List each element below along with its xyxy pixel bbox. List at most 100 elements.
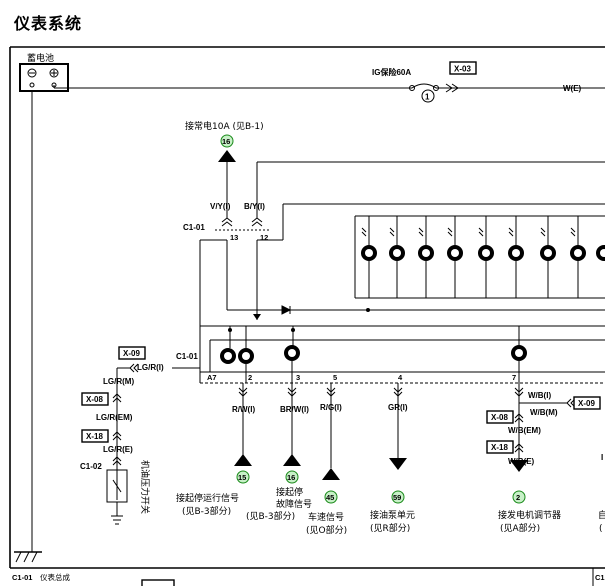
svg-text:59: 59 — [393, 493, 401, 502]
svg-text:X-18: X-18 — [491, 443, 508, 452]
oil-pressure-switch-label: 机油压力开关 — [139, 460, 151, 514]
const-power-label: 接常电10A (见B-1) — [185, 120, 264, 132]
x18-connector-left: X-18 — [81, 429, 109, 443]
wire-label-brw: BR/W(I) — [280, 405, 309, 414]
wire-label-wb-m: W/B(M) — [530, 408, 558, 417]
fuse-label: IG保险60A — [372, 67, 411, 77]
wire-label-lgr-e: LG/R(E) — [103, 445, 133, 454]
clipped-label-i: I — [601, 453, 603, 462]
wire-label-by: B/Y(I) — [244, 202, 265, 211]
pin-a7: A7 — [207, 373, 217, 382]
footer-code: C1-01 — [12, 573, 32, 582]
lamp-icon — [540, 216, 556, 298]
wire-label-lgr-em: LG/R(EM) — [96, 413, 133, 422]
pin-5: 5 — [333, 373, 337, 382]
down-arrow-icon — [510, 460, 528, 472]
fuse: IG保险60A 1 — [372, 67, 459, 103]
generator-label: 接发电机调节器 — [498, 509, 561, 521]
lamp-icon — [570, 216, 586, 298]
pin-3: 3 — [296, 373, 300, 382]
svg-text:X-03: X-03 — [454, 65, 471, 74]
start-stop-run-label: 接起停运行信号 — [176, 492, 239, 504]
generator-ref: (见A部分) — [500, 522, 540, 534]
x03-connector: X-03 — [449, 61, 477, 75]
bus-chevrons — [238, 387, 524, 397]
clipped-label-paren: ( — [599, 524, 603, 534]
pin-4: 4 — [398, 373, 403, 382]
badge-16-top: 16 — [220, 134, 234, 148]
pin-12: 12 — [260, 233, 268, 242]
lamp-icon — [447, 216, 463, 298]
wire-label-rw: R/W(I) — [232, 405, 255, 414]
connector-c101-left: C1-01 — [176, 352, 198, 361]
svg-text:16: 16 — [287, 473, 295, 482]
badge-16-bottom: 16 — [285, 470, 299, 484]
lamp-icon — [389, 216, 405, 298]
wire-label-vy: V/Y(I) — [210, 202, 231, 211]
wire-label-lgr-m: LG/R(M) — [103, 377, 134, 386]
badge-2: 2 — [512, 490, 526, 504]
lower-lamps — [220, 326, 527, 383]
x09-connector-right: X-09 — [573, 396, 601, 410]
svg-text:X-09: X-09 — [123, 349, 140, 358]
lamp-icon — [478, 216, 494, 298]
down-arrow-icon — [253, 314, 261, 320]
svg-text:X-09: X-09 — [578, 399, 595, 408]
wires — [14, 85, 605, 563]
footer-connector-icon — [141, 579, 175, 586]
wire-label-gr: GR(I) — [388, 403, 408, 412]
x08-connector-right: X-08 — [486, 410, 514, 424]
wire-label-rg: R/G(I) — [320, 403, 342, 412]
frame — [9, 46, 605, 569]
svg-text:X-18: X-18 — [86, 432, 103, 441]
footer-clipped: C1 — [595, 573, 605, 582]
lamp-icon — [418, 216, 434, 298]
down-arrow-icon — [389, 458, 407, 470]
footer-name: 仪表总成 — [40, 572, 70, 582]
fuel-pump-label: 接油泵单元 — [370, 509, 415, 521]
svg-text:15: 15 — [238, 473, 246, 482]
svg-text:2: 2 — [516, 493, 520, 502]
x09-connector-left: X-09 — [118, 346, 146, 360]
connector-c102: C1-02 — [80, 462, 102, 471]
battery-label: 蓄电池 — [27, 52, 54, 64]
badge-45: 45 — [324, 490, 338, 504]
badge-59: 59 — [391, 490, 405, 504]
speed-signal-ref: (见O部分) — [306, 524, 347, 536]
lamp-icon — [238, 326, 254, 383]
lamp-icon — [220, 326, 236, 364]
pin-2: 2 — [248, 373, 252, 382]
wire-label-lgr-i: LG/R(I) — [137, 363, 164, 372]
wire-label-wb-em: W/B(EM) — [508, 426, 541, 435]
battery: 蓄电池 — [19, 52, 69, 92]
start-stop-fault-label-2: 故障信号 — [276, 498, 312, 510]
start-stop-run-ref: (见B-3部分) — [182, 505, 231, 517]
connector-c101-top: C1-01 — [183, 223, 205, 232]
up-arrow-icon — [283, 454, 301, 466]
up-arrow-icon — [234, 454, 252, 466]
wire-label-w-e: W(E) — [563, 84, 582, 93]
lamp-icon — [508, 216, 524, 298]
up-arrow-icon — [322, 468, 340, 480]
page-title: 仪表系统 — [14, 14, 83, 33]
svg-text:X-08: X-08 — [491, 413, 508, 422]
speed-signal-label: 车速信号 — [308, 511, 344, 523]
fuel-pump-ref: (见R部分) — [370, 522, 410, 534]
x08-connector-left: X-08 — [81, 392, 109, 406]
power-arrow-icon — [218, 150, 236, 162]
badge-15: 15 — [236, 470, 250, 484]
wire-label-wb-i: W/B(I) — [528, 391, 551, 400]
pin-7: 7 — [512, 373, 516, 382]
start-stop-fault-label-1: 接起停 — [276, 486, 303, 498]
connector-chevrons — [215, 217, 270, 231]
lamp-icon — [361, 216, 377, 298]
indicator-lamps — [361, 216, 605, 298]
svg-text:45: 45 — [326, 493, 334, 502]
fuse-number: 1 — [425, 93, 430, 102]
svg-text:16: 16 — [222, 137, 230, 146]
start-stop-fault-ref: (见B-3部分) — [246, 510, 295, 522]
lamp-icon — [596, 245, 605, 261]
x18-connector-right: X-18 — [486, 440, 514, 454]
clipped-label-char: 自 — [598, 509, 605, 521]
